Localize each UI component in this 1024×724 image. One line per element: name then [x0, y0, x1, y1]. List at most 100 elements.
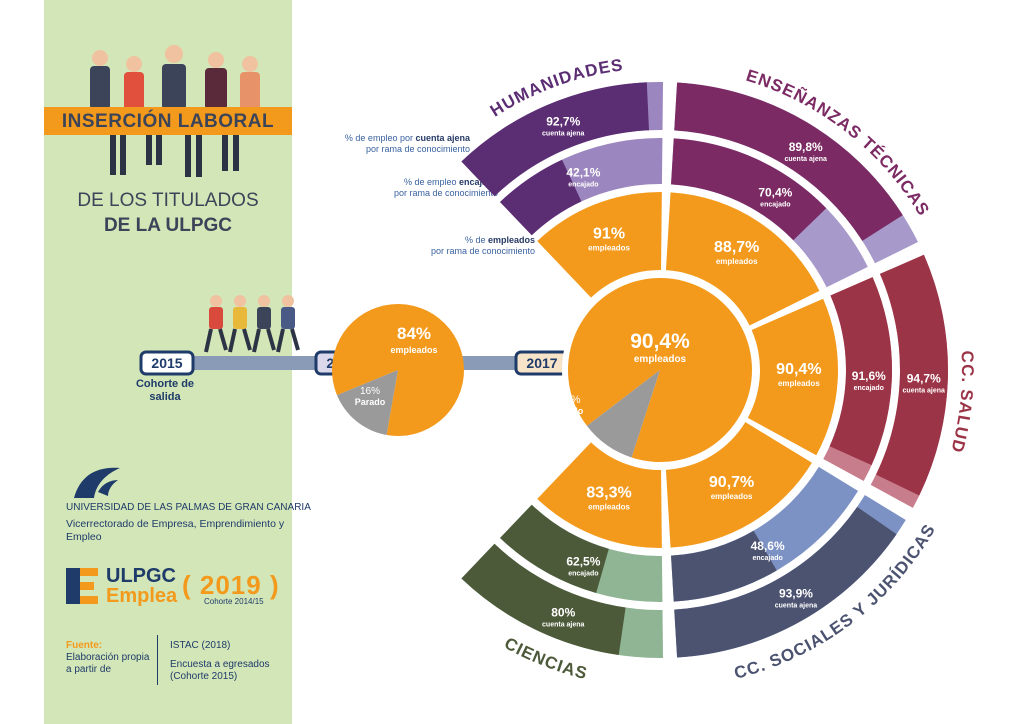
year-box-2017: 2017 — [514, 350, 570, 376]
label-empleados-humanidades: empleados — [588, 244, 630, 253]
value-encajado-ensenanzas-tecnicas: 70,4% — [758, 186, 792, 200]
annotation-cuenta-ajena-pre: % de empleo por — [344, 133, 416, 143]
annotation-cuenta-ajena-post: por rama de conocimiento — [365, 144, 470, 154]
label-encajado-humanidades: encajado — [568, 182, 598, 189]
ring-empleados-ciencias — [537, 442, 662, 548]
university-logo-icon — [74, 467, 120, 498]
label-empleados-cc-sociales-y-juridicas: empleados — [711, 492, 753, 501]
ring-encajado-ensenanzas-tecnicas — [671, 138, 827, 241]
label-encajado-cc-sociales-y-juridicas: encajado — [752, 555, 782, 562]
pie-2017-slice-parado — [586, 370, 660, 458]
branch-rings — [461, 82, 949, 658]
brand-name-ulpgc: ULPGC — [106, 565, 176, 587]
label-cuenta-ajena-cc-salud: cuenta ajena — [903, 388, 946, 395]
person-icon-1 — [90, 50, 110, 110]
source-divider — [157, 635, 158, 685]
university-name: UNIVERSIDAD DE LAS PALMAS DE GRAN CANARI… — [66, 502, 311, 513]
annotation-cuenta-ajena-bold: cuenta ajena — [415, 133, 470, 143]
pie-2016-slice-parado — [336, 370, 398, 435]
branch-title-cc-salud: CC. SALUD — [947, 350, 977, 455]
value-empleados-ensenanzas-tecnicas: 88,7% — [714, 239, 759, 256]
year-label-2015: 2015 — [151, 355, 182, 371]
ring-encajado-humanidades — [500, 159, 582, 236]
brand-name-emplea: Emplea — [106, 585, 178, 607]
year-box-2015: 2015 — [139, 350, 195, 376]
annotation-empleados-pre: % de — [464, 235, 488, 245]
pie-2016-label-empleados: empleados — [390, 345, 437, 355]
value-encajado-cc-sociales-y-juridicas: 48,6% — [751, 539, 785, 553]
label-cuenta-ajena-ensenanzas-tecnicas: cuenta ajena — [785, 156, 828, 163]
value-cuenta-ajena-ensenanzas-tecnicas: 89,8% — [789, 140, 823, 154]
brand-cohort: Cohorte 2014/15 — [204, 597, 264, 606]
runner-icon-3 — [252, 295, 276, 353]
label-encajado-cc-salud: encajado — [854, 385, 884, 392]
annotation-empleados-post: por rama de conocimiento — [430, 246, 535, 256]
person-icon-3 — [162, 45, 186, 110]
ring-encajado-cc-salud — [829, 277, 892, 466]
ring-cuenta-ajena-ciencias — [461, 543, 626, 656]
ring-empleados-ensenanzas-tecnicas — [665, 192, 820, 326]
value-encajado-humanidades: 42,1% — [566, 166, 600, 180]
value-cuenta-ajena-cc-salud: 94,7% — [907, 372, 941, 386]
ring-empleados-cc-salud — [747, 298, 838, 456]
value-empleados-cc-salud: 90,4% — [776, 361, 821, 378]
ulpgc-emplea-logo-icon — [66, 568, 98, 604]
pie-2017-value-parado: 9,6% — [555, 394, 580, 406]
cohort-label: Cohorte de salida — [135, 378, 195, 403]
title-banner: INSERCIÓN LABORAL — [44, 107, 292, 135]
vicerrectorado-name: Vicerrectorado de Empresa, Emprendimient… — [66, 518, 285, 543]
pie-2016-value-empleados: 84% — [397, 324, 431, 343]
ring-empleados-humanidades — [537, 192, 662, 298]
runner-icon-1 — [204, 295, 228, 353]
person-icon-4 — [205, 52, 227, 110]
pie-2016-slice-empleados — [331, 304, 464, 437]
graduates-illustration — [90, 45, 260, 110]
value-empleados-cc-sociales-y-juridicas: 90,7% — [709, 474, 754, 491]
value-empleados-humanidades: 91% — [593, 226, 625, 243]
year-pies — [331, 272, 758, 468]
runner-icon-2 — [228, 295, 252, 353]
label-empleados-cc-salud: empleados — [778, 379, 820, 388]
pie-2017-slice-empleados — [568, 277, 752, 462]
person-icon-2 — [124, 56, 144, 110]
ring-cuenta-ajena-humanidades — [461, 82, 650, 197]
label-cuenta-ajena-ciencias: cuenta ajena — [542, 622, 585, 629]
ring-empleados-cc-sociales-y-juridicas — [665, 422, 812, 548]
pie-2016-value-parado: 16% — [360, 386, 380, 397]
person-icon-5 — [240, 56, 260, 110]
source-ref-encuesta: Encuesta a egresados (Cohorte 2015) — [170, 659, 270, 682]
value-encajado-ciencias: 62,5% — [566, 554, 600, 568]
page-title: INSERCIÓN LABORAL — [61, 111, 275, 132]
ring-cuenta-ajena-cc-salud — [876, 254, 949, 496]
year-label-2017: 2017 — [526, 355, 557, 371]
value-cuenta-ajena-humanidades: 92,7% — [546, 114, 580, 128]
source-text: Elaboración propia a partir de — [66, 652, 150, 675]
annotation-encajado-bold: encajado — [458, 177, 498, 187]
ring-cuenta-ajena-cc-sociales-y-juridicas — [674, 506, 897, 658]
label-cuenta-ajena-cc-sociales-y-juridicas: cuenta ajena — [775, 602, 818, 609]
pie-2016-label-parado: Parado — [355, 397, 386, 407]
pie-2017-label-parado: Parado — [553, 406, 584, 416]
label-encajado-ciencias: encajado — [568, 570, 598, 577]
graduates-legs-illustration — [110, 135, 239, 177]
value-cuenta-ajena-cc-sociales-y-juridicas: 93,9% — [779, 586, 813, 600]
runner-icon-4 — [276, 295, 300, 353]
value-empleados-ciencias: 83,3% — [586, 484, 631, 501]
pie-2017-label-empleados: empleados — [634, 354, 687, 365]
value-cuenta-ajena-ciencias: 80% — [551, 606, 575, 620]
label-empleados-ensenanzas-tecnicas: empleados — [716, 257, 758, 266]
ring-encajado-cc-sociales-y-juridicas — [671, 530, 777, 602]
ring-encajado-ciencias — [500, 504, 609, 594]
pie-2017-value-empleados: 90,4% — [630, 330, 690, 353]
brand-year: ( 2019 ) — [182, 570, 280, 600]
label-cuenta-ajena-humanidades: cuenta ajena — [542, 130, 585, 137]
annotation-empleados-bold: empleados — [487, 235, 535, 245]
annotation-encajado-pre: % de empleo — [403, 177, 459, 187]
subtitle-line-2: DE LA ULPGC — [103, 215, 233, 236]
annotation-encajado-post: por rama de conocimiento — [393, 188, 498, 198]
label-encajado-ensenanzas-tecnicas: encajado — [760, 202, 790, 209]
